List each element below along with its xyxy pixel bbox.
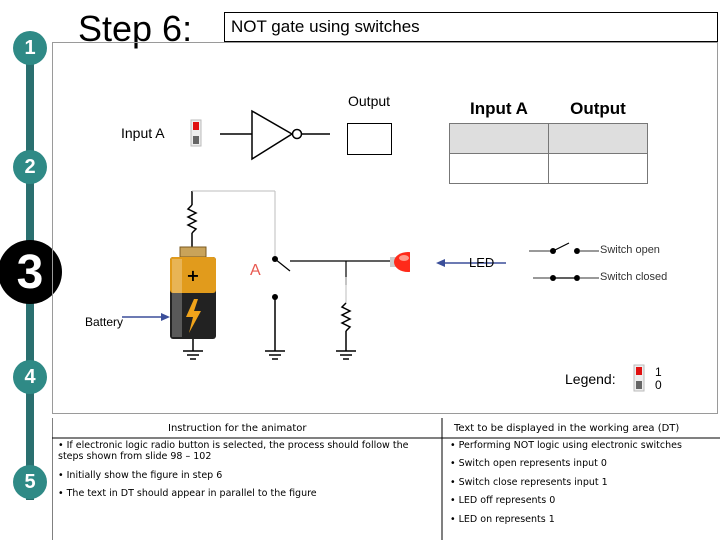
input-a-label: Input A xyxy=(121,125,165,141)
step-4-marker: 4 xyxy=(13,360,47,394)
input-a-toggle[interactable] xyxy=(190,119,202,147)
step-3-marker: 3 xyxy=(0,240,62,304)
switch-symbols xyxy=(529,242,599,281)
switch-open-label: Switch open xyxy=(600,244,660,256)
legend-toggle-icon xyxy=(633,364,645,392)
led-icon xyxy=(390,252,410,272)
truth-header-output: Output xyxy=(548,94,648,124)
list-item: • Initially show the figure in step 6 xyxy=(58,470,223,481)
legend-value-0: 0 xyxy=(655,378,662,392)
list-item: • LED off represents 0 xyxy=(450,495,556,506)
led-label: LED xyxy=(469,255,495,270)
battery-label: Battery xyxy=(85,315,124,329)
gate-output-box xyxy=(347,123,392,155)
truth-cell xyxy=(548,123,648,154)
list-item: • The text in DT should appear in parall… xyxy=(58,488,317,499)
truth-header-input-a: Input A xyxy=(449,94,549,124)
not-gate-symbol xyxy=(220,109,330,161)
truth-cell xyxy=(548,153,648,184)
truth-cell xyxy=(449,153,549,184)
diagram-stage xyxy=(52,42,718,414)
legend-label: Legend: xyxy=(565,371,616,387)
switch-closed-label: Switch closed xyxy=(600,271,668,283)
bottom-panel-frame xyxy=(52,418,720,540)
circuit-diagram: + xyxy=(170,190,410,360)
animator-instructions-heading: Instruction for the animator xyxy=(168,423,307,434)
list-item: • If electronic logic radio button is se… xyxy=(58,440,409,462)
step-1-marker: 1 xyxy=(13,31,47,65)
slide-subtitle: NOT gate using switches xyxy=(224,12,718,42)
led-arrow xyxy=(436,259,506,267)
step-2-marker: 2 xyxy=(13,150,47,184)
list-item: • Switch open represents input 0 xyxy=(450,458,607,469)
gate-output-label: Output xyxy=(348,93,391,109)
battery-arrow xyxy=(122,313,170,321)
list-item: • Performing NOT logic using electronic … xyxy=(450,440,682,451)
working-area-heading: Text to be displayed in the working area… xyxy=(454,423,680,434)
list-item: • LED on represents 1 xyxy=(450,514,555,525)
truth-table: Input A Output xyxy=(449,94,648,184)
truth-cell xyxy=(449,123,549,154)
battery-icon: + xyxy=(170,246,216,339)
list-item: • Switch close represents input 1 xyxy=(450,477,608,488)
switch-a-label: A xyxy=(250,262,261,279)
legend-value-1: 1 xyxy=(655,365,662,379)
svg-text:+: + xyxy=(186,266,199,285)
step-5-marker: 5 xyxy=(13,465,47,499)
